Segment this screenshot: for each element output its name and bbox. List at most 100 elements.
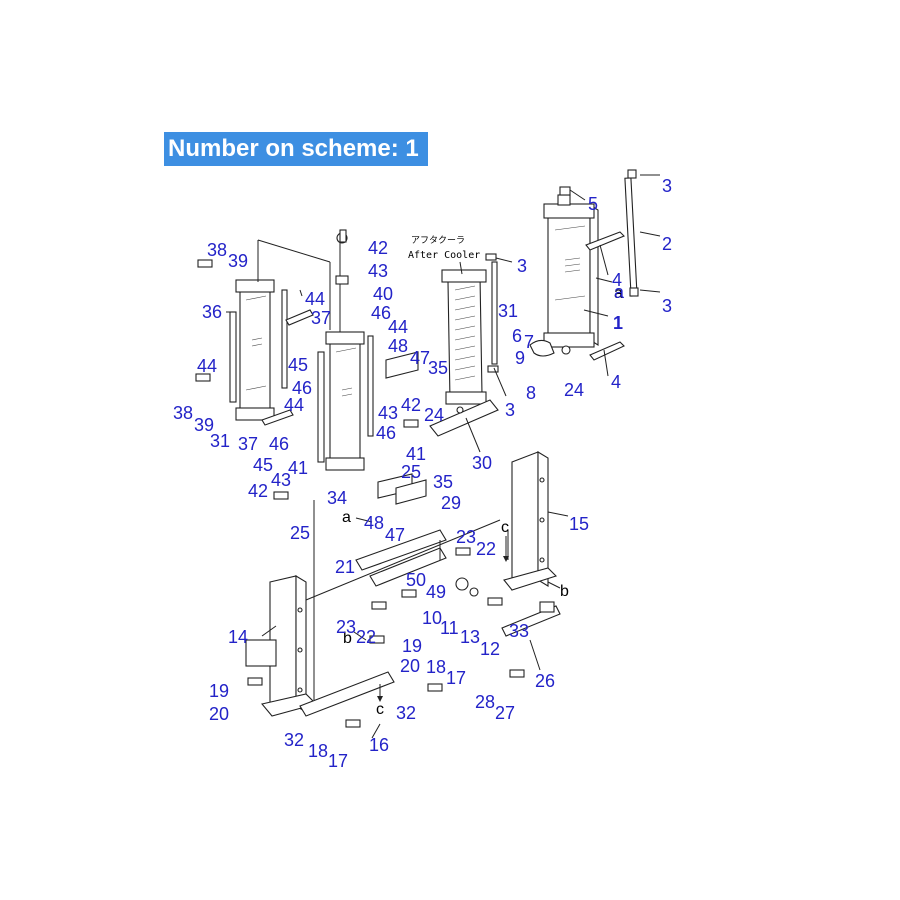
callout-number: 24 <box>424 405 444 425</box>
callout-number: 20 <box>400 656 420 676</box>
callout-number: 25 <box>290 523 310 543</box>
callout-number: 19 <box>209 681 229 701</box>
bolts-and-washers <box>195 229 525 728</box>
callout-number: 29 <box>441 493 461 513</box>
callout-number: 37 <box>311 308 331 328</box>
callout-number: 17 <box>328 751 348 771</box>
radiator-assembly <box>529 169 639 361</box>
callout-number: 32 <box>284 730 304 750</box>
callout-number: 41 <box>406 444 426 464</box>
callout-number: 22 <box>356 627 376 647</box>
callout-number: 49 <box>426 582 446 602</box>
callout-number: 46 <box>269 434 289 454</box>
frame-post-right <box>503 451 558 591</box>
callout-number: 47 <box>385 525 405 545</box>
callout-number: 6 <box>512 326 522 346</box>
callout-number: 27 <box>495 703 515 723</box>
callout-number: 3 <box>505 400 515 420</box>
callout-number: 31 <box>498 301 518 321</box>
after-cooler-en-label: After Cooler <box>408 250 480 261</box>
reference-arrows <box>353 277 613 702</box>
callout-number: 46 <box>292 378 312 398</box>
callout-number: 15 <box>569 514 589 534</box>
scheme-number-banner: Number on scheme: 1 <box>164 132 428 166</box>
callout-number: 10 <box>422 608 442 628</box>
support-beams <box>299 529 561 717</box>
callout-number: 23 <box>456 527 476 547</box>
callout-number: 39 <box>194 415 214 435</box>
callout-number: 3 <box>662 296 672 316</box>
callout-number: 30 <box>472 453 492 473</box>
callout-number: 43 <box>378 403 398 423</box>
callout-number: 50 <box>406 570 426 590</box>
callout-number: 19 <box>402 636 422 656</box>
callout-number: 45 <box>288 355 308 375</box>
callout-number: 42 <box>401 395 421 415</box>
callout-number: 11 <box>440 618 459 638</box>
after-cooler-assembly <box>429 253 499 437</box>
callout-number: 14 <box>228 627 248 647</box>
ref-a-top: a <box>614 285 623 302</box>
callout-number: 38 <box>173 403 193 423</box>
callout-number: 18 <box>426 657 446 677</box>
leader-lines <box>226 174 661 739</box>
callout-number: 43 <box>368 261 388 281</box>
callout-number: 8 <box>526 383 536 403</box>
callout-number: 35 <box>428 358 448 378</box>
callout-number: 42 <box>248 481 268 501</box>
callout-number: 13 <box>460 627 480 647</box>
callout-number: 12 <box>480 639 500 659</box>
callout-number: 28 <box>475 692 495 712</box>
oil-cooler-left <box>229 239 331 426</box>
callout-number: 48 <box>364 513 384 533</box>
callout-number: 21 <box>335 557 355 577</box>
callout-number: 40 <box>373 284 393 304</box>
callout-number: 45 <box>253 455 273 475</box>
callout-number: 18 <box>308 741 328 761</box>
callout-number: 4 <box>611 372 621 392</box>
callout-number: 46 <box>376 423 396 443</box>
callout-number: 39 <box>228 251 248 271</box>
callout-number: 3 <box>517 256 527 276</box>
callout-number: 32 <box>396 703 416 723</box>
callout-number: 7 <box>524 332 534 352</box>
frame-post-left <box>245 500 501 717</box>
callout-number: 22 <box>476 539 496 559</box>
callout-number: 35 <box>433 472 453 492</box>
callout-number: 38 <box>207 240 227 260</box>
callout-number: 37 <box>238 434 258 454</box>
callout-number: 41 <box>288 458 308 478</box>
callout-number: 25 <box>401 462 421 482</box>
callout-number: 20 <box>209 704 229 724</box>
callout-number: 26 <box>535 671 555 691</box>
callout-number: 44 <box>284 395 304 415</box>
callout-number: 46 <box>371 303 391 323</box>
callout-number: 31 <box>210 431 230 451</box>
callout-number: 17 <box>446 668 466 688</box>
callout-number: 34 <box>327 488 347 508</box>
callout-number: 1 <box>613 313 623 333</box>
callout-number: 48 <box>388 336 408 356</box>
ref-b-right: b <box>560 583 569 600</box>
callout-number: 36 <box>202 302 222 322</box>
callout-number: 44 <box>305 289 325 309</box>
callout-number: 24 <box>564 380 584 400</box>
callout-number: 47 <box>410 348 430 368</box>
callout-number: 3 <box>662 176 672 196</box>
callout-number: 44 <box>388 317 408 337</box>
callout-number: 23 <box>336 617 356 637</box>
ref-c-right: c <box>501 519 509 536</box>
callout-number: a <box>614 282 625 302</box>
ref-b-left: b <box>343 630 352 647</box>
callout-number: 9 <box>515 348 525 368</box>
callout-number: 33 <box>509 621 529 641</box>
callout-number: 5 <box>588 194 598 214</box>
callout-number: 2 <box>662 234 672 254</box>
ref-a-bottom: a <box>342 509 351 526</box>
ref-c-left: c <box>376 701 384 718</box>
after-cooler-jp-label: アフタクーラ <box>411 235 465 246</box>
callout-number: 43 <box>271 470 291 490</box>
callout-numbers: 3 2 3 5 4 a 1 4 24 3 31 6 7 9 8 3 38 39 … <box>173 176 672 771</box>
callout-number: 42 <box>368 238 388 258</box>
